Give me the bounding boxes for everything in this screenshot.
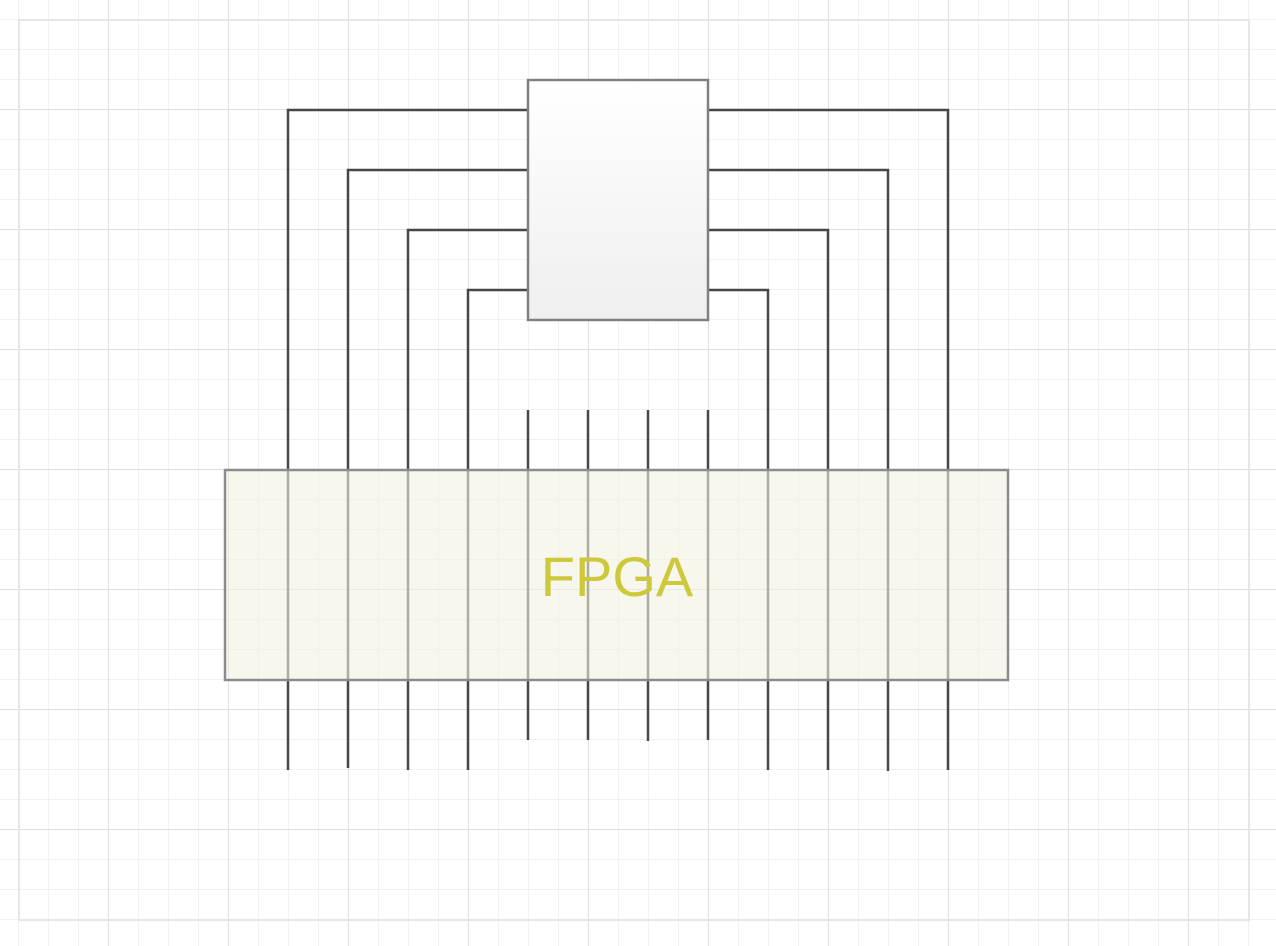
wire-left-3[interactable]	[406, 228, 528, 470]
wire-left-4[interactable]	[466, 288, 528, 470]
wire-right-3[interactable]	[708, 228, 830, 470]
wire-left-1[interactable]	[286, 108, 528, 470]
fpga-block[interactable]	[223, 468, 1010, 682]
wire-left-2[interactable]	[346, 168, 528, 470]
wire-right-2[interactable]	[708, 168, 890, 470]
chip-to-fpga-wires	[286, 108, 950, 470]
memory-chip[interactable]	[526, 78, 710, 322]
wire-right-1[interactable]	[708, 108, 950, 470]
wire-right-4[interactable]	[708, 288, 770, 470]
fpga-label: FPGA	[541, 545, 694, 608]
fpga-top-pins	[526, 410, 710, 470]
page-boundary	[18, 19, 1250, 921]
